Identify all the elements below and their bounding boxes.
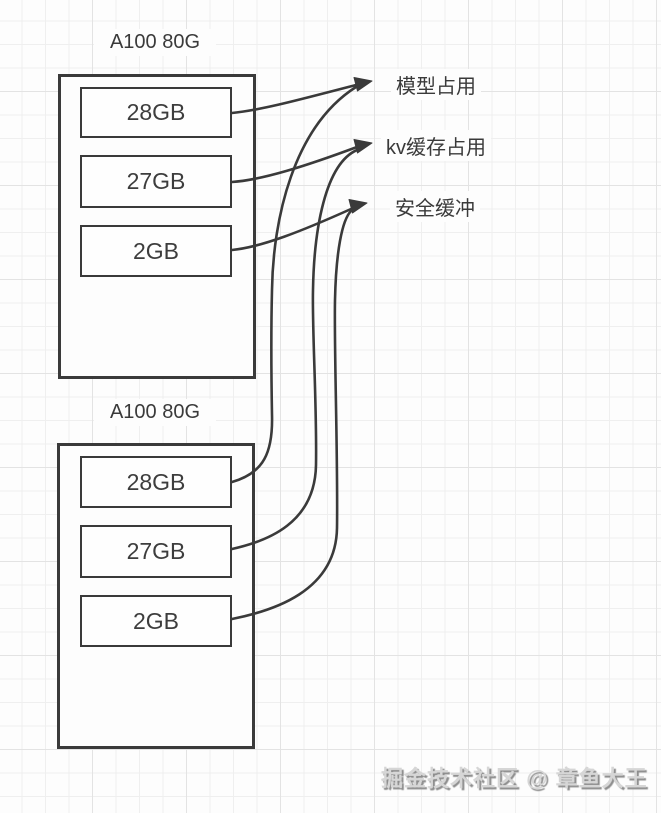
memory-block-bottom-27gb: 27GB	[80, 525, 232, 578]
label-model-usage: 模型占用	[391, 69, 481, 100]
arrowhead-model	[353, 77, 373, 92]
memory-block-top-27gb: 27GB	[80, 155, 232, 208]
arrowhead-kv	[353, 139, 373, 154]
watermark: 掘金技术社区 @ 章鱼大王	[381, 766, 648, 791]
arrowhead-buffer	[348, 199, 368, 214]
memory-block-bottom-2gb: 2GB	[80, 595, 232, 647]
memory-block-bottom-28gb: 28GB	[80, 456, 232, 508]
label-kv-cache-usage: kv缓存占用	[381, 130, 491, 161]
gpu-title-bottom: A100 80G	[94, 399, 216, 426]
memory-block-top-2gb: 2GB	[80, 225, 232, 277]
memory-block-top-28gb: 28GB	[80, 87, 232, 138]
label-safety-buffer: 安全缓冲	[390, 191, 480, 222]
gpu-title-top: A100 80G	[94, 29, 216, 56]
